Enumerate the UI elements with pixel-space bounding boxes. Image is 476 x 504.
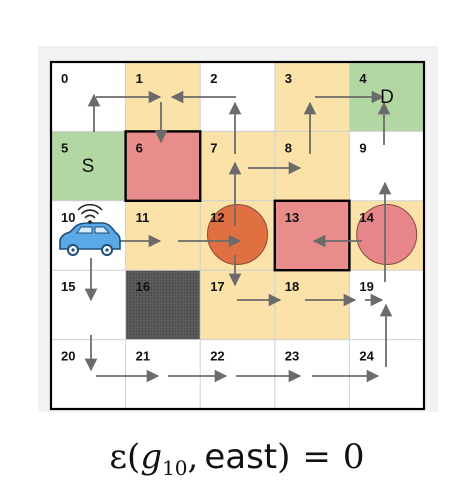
cell-number-6: 6	[136, 140, 143, 155]
cell-number-5: 5	[61, 140, 68, 155]
cell-number-21: 21	[136, 349, 150, 364]
grid-cell-18	[274, 270, 350, 340]
cell-number-11: 11	[136, 210, 150, 225]
cell-number-24: 24	[359, 349, 374, 364]
formula-comma: ,	[188, 437, 199, 477]
formula: ε(g10,east) = 0	[109, 437, 364, 480]
grid-cell-22	[200, 339, 275, 409]
formula-open-paren: (	[127, 437, 140, 477]
cell-number-2: 2	[210, 71, 217, 86]
cell-number-16: 16	[136, 279, 150, 294]
formula-close-paren: )	[277, 437, 290, 477]
cell-number-10: 10	[61, 210, 75, 225]
grid-cell-16	[125, 270, 201, 340]
formula-epsilon: ε	[109, 437, 127, 477]
grid-cell-15	[51, 270, 126, 340]
start-label: S	[82, 156, 95, 177]
cell-number-8: 8	[285, 140, 292, 155]
hazard-circle-12	[207, 204, 268, 265]
car-icon	[59, 222, 121, 256]
grid-cell-13	[274, 200, 350, 271]
obstacle-outline-13	[273, 199, 351, 272]
path-arrows	[84, 90, 393, 383]
grid-cell-5	[51, 131, 126, 201]
grid-cell-8	[274, 131, 350, 201]
cell-number-17: 17	[210, 279, 224, 294]
formula-subscript: 10	[162, 456, 187, 480]
cell-number-9: 9	[359, 140, 366, 155]
cell-number-7: 7	[210, 140, 217, 155]
grid-border	[49, 60, 426, 411]
formula-equals: =	[302, 437, 331, 477]
grid-lines	[49, 60, 426, 411]
destination-label: D	[380, 87, 394, 108]
cell-number-18: 18	[285, 279, 299, 294]
cell-number-15: 15	[61, 279, 75, 294]
cell-number-0: 0	[61, 71, 68, 86]
grid-cell-23	[274, 339, 350, 409]
formula-action: east	[204, 437, 277, 477]
grid-cell-20	[51, 339, 126, 409]
cell-number-20: 20	[61, 349, 75, 364]
grid-cells	[51, 62, 424, 409]
cell-number-3: 3	[285, 71, 292, 86]
hazard-circles	[207, 204, 418, 265]
cell-number-12: 12	[210, 210, 224, 225]
grid-cell-11	[125, 200, 201, 271]
wifi-signal-icon	[77, 203, 103, 224]
cell-number-22: 22	[210, 349, 224, 364]
formula-g: g	[140, 437, 162, 477]
grid-cell-21	[125, 339, 201, 409]
cell-number-23: 23	[285, 349, 299, 364]
cell-number-1: 1	[136, 71, 143, 86]
cell-number-4: 4	[359, 71, 367, 86]
formula-value: 0	[343, 437, 365, 477]
cell-number-14: 14	[359, 210, 374, 225]
cell-number-19: 19	[359, 279, 373, 294]
hazard-circle-14	[356, 204, 418, 265]
cell-number-13: 13	[285, 210, 299, 225]
